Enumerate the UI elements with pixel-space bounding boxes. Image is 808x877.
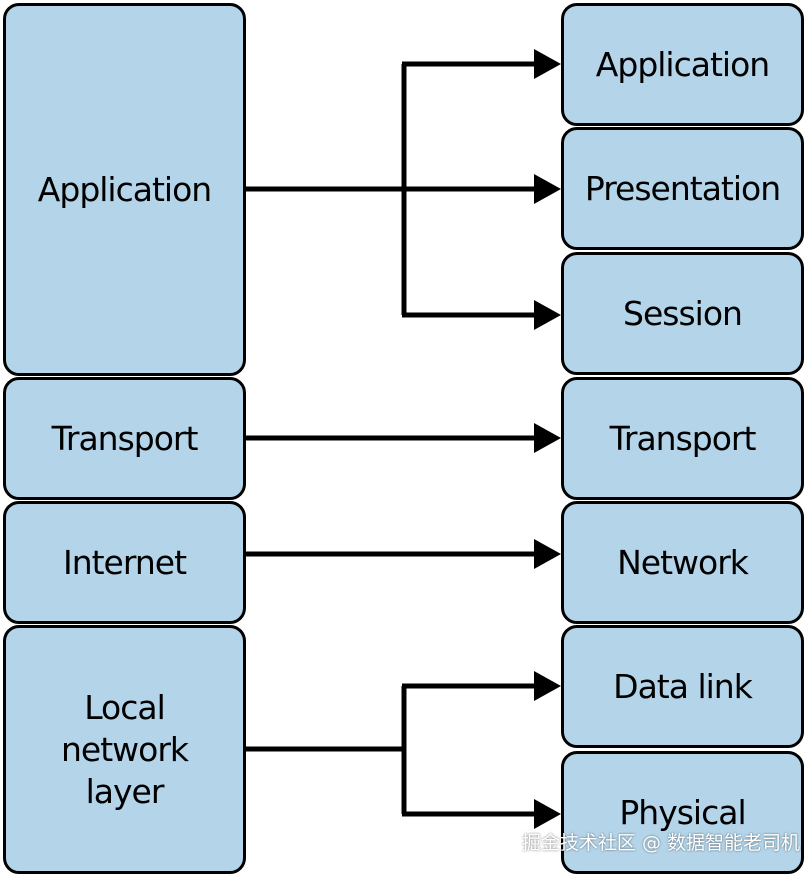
osi-layer-session: Session xyxy=(561,252,804,375)
osi-layer-label: Presentation xyxy=(584,168,781,208)
osi-layer-physical: Physical xyxy=(561,751,804,874)
osi-layer-presentation: Presentation xyxy=(561,127,804,250)
arrowhead-icon xyxy=(534,799,561,829)
osi-layer-label: Network xyxy=(617,542,749,582)
tcpip-layer-internet: Internet xyxy=(3,501,246,624)
arrowhead-icon xyxy=(534,49,561,79)
osi-layer-label: Data link xyxy=(613,666,753,706)
tcpip-layer-application: Application xyxy=(3,3,246,376)
arrowhead-icon xyxy=(534,300,561,330)
tcpip-layer-label: Transport xyxy=(51,418,199,458)
tcpip-layer-label: Internet xyxy=(62,542,187,582)
osi-layer-data-link: Data link xyxy=(561,625,804,748)
osi-layer-transport: Transport xyxy=(561,377,804,500)
osi-layer-application: Application xyxy=(561,3,804,126)
osi-layer-label: Session xyxy=(623,293,743,333)
osi-layer-label: Application xyxy=(595,44,770,84)
tcpip-layer-label: Application xyxy=(37,169,212,209)
arrowhead-icon xyxy=(534,671,561,701)
arrowhead-icon xyxy=(534,423,561,453)
tcpip-layer-local-network: Local network layer xyxy=(3,625,246,874)
watermark: 掘金技术社区 @ 数据智能老司机 xyxy=(521,832,800,854)
tcpip-layer-label: Local network layer xyxy=(60,687,189,811)
osi-layer-label: Transport xyxy=(609,418,757,458)
arrowhead-icon xyxy=(534,174,561,204)
osi-layer-label: Physical xyxy=(619,792,746,832)
tcpip-layer-transport: Transport xyxy=(3,377,246,500)
osi-layer-network: Network xyxy=(561,501,804,624)
arrowhead-icon xyxy=(534,539,561,569)
